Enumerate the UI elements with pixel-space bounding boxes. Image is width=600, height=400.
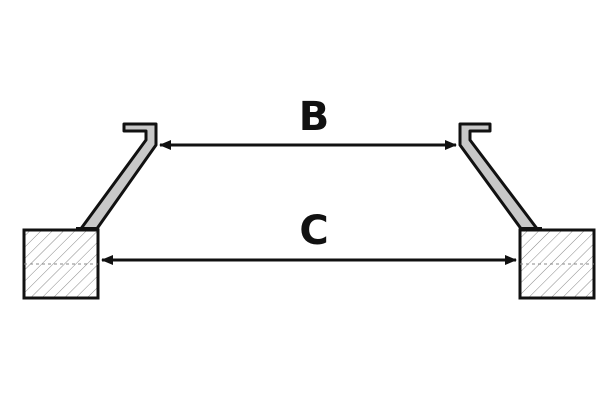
left-frame-profile <box>76 122 158 232</box>
dimension-c: C <box>101 208 517 265</box>
right-frame-profile <box>458 122 542 232</box>
dimension-c-label: C <box>299 208 328 254</box>
dimension-b: B <box>159 94 457 150</box>
left-wall-section <box>22 228 100 300</box>
dimension-b-label: B <box>299 94 330 140</box>
right-wall-section <box>518 228 596 300</box>
